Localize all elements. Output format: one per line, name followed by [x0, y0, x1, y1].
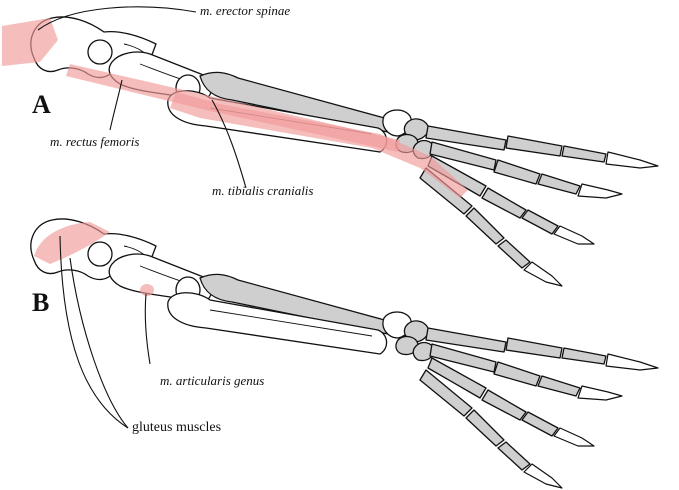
- panel-b-limb: [30, 218, 659, 489]
- panel-label-a: A: [32, 90, 51, 119]
- rectus-femoris-label: m. rectus femoris: [50, 134, 140, 149]
- tibialis-cranialis-label: m. tibialis cranialis: [212, 183, 314, 198]
- erector-spinae-leader: [37, 6, 197, 31]
- gluteus-label: gluteus muscles: [132, 420, 222, 435]
- gluteus-muscle: [34, 222, 110, 264]
- erector-spinae-muscle: [2, 18, 58, 66]
- articularis-genus-label: m. articularis genus: [160, 373, 265, 388]
- rectus-femoris-leader: [109, 79, 123, 131]
- gluteus-leader-2: [69, 257, 129, 429]
- articularis-genus-leader: [144, 293, 151, 365]
- tibialis-cranialis-muscle: [170, 92, 468, 198]
- gluteus-leader-1: [59, 235, 129, 429]
- panel-label-b: B: [32, 288, 50, 317]
- articularis-genus-muscle: [140, 284, 154, 296]
- erector-spinae-label: m. erector spinae: [200, 3, 291, 18]
- tibialis-cranialis-leader: [211, 99, 247, 189]
